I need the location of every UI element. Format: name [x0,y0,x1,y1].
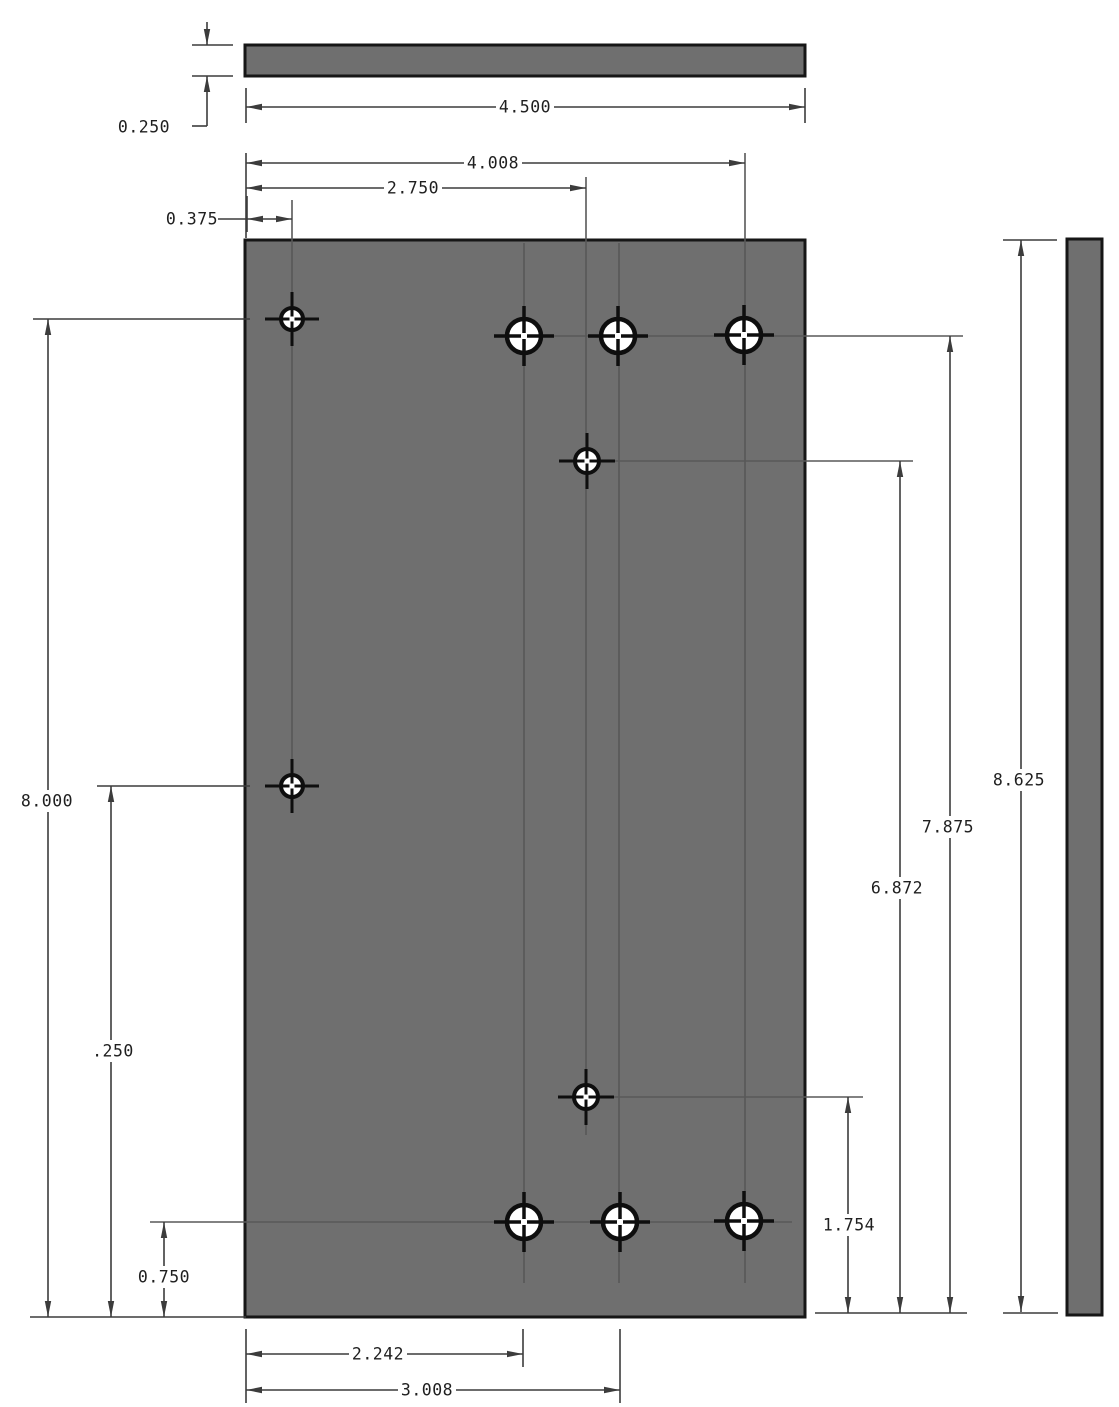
dim-label-col-left-offset: 0.375 [166,208,218,230]
hole-large-top-2 [588,306,648,366]
hole-large-top-3 [714,305,774,365]
label-mask [90,1040,136,1062]
label-mask [138,1266,190,1288]
dim-text-col-1: 2.242 [352,1345,404,1364]
hole-small-lower-mid [558,1069,614,1125]
dim-label-col-right: 4.008 [464,152,522,174]
dim-label-lower-mid-height: 1.754 [823,1214,875,1236]
dim-text-col-mid-small: 2.750 [387,179,439,198]
hole-large-bottom-1 [494,1192,554,1252]
dim-label-col-1: 2.242 [349,1343,407,1365]
dim-text-upper-mid-height: 6.872 [871,879,923,898]
dim-text-top-row-height: 7.875 [922,818,974,837]
hole-large-top-1 [494,306,554,366]
dim-label-plate-thickness: 0.250 [118,116,170,138]
label-mask [398,1379,456,1401]
dim-text-mid-left-height: .250 [92,1042,134,1061]
hole-small-top-left [265,292,319,346]
dim-text-lower-mid-height: 1.754 [823,1216,875,1235]
dim-text-plate-width: 4.500 [499,98,551,117]
label-mask [871,877,923,899]
front-view-plate [243,238,807,1319]
hole-small-upper-mid [559,433,615,489]
top-view-plate [243,43,807,78]
label-mask [464,152,522,174]
dim-text-plate-height: 8.625 [993,771,1045,790]
label-mask [21,790,73,812]
dim-label-top-left-height: 8.000 [21,790,73,812]
dimension-labels: 0.250 4.500 4.008 2.750 0.375 8.000 .250 [21,96,1046,1401]
dim-text-col-2: 3.008 [401,1381,453,1400]
hole-large-bottom-3 [714,1191,774,1251]
dim-label-col-2: 3.008 [398,1379,456,1401]
dim-text-top-left-height: 8.000 [21,792,73,811]
dim-text-col-right: 4.008 [467,154,519,173]
dim-text-bottom-row-height: 0.750 [138,1268,190,1287]
holes [265,292,774,1252]
dim-label-plate-height: 8.625 [992,769,1046,791]
dim-label-plate-width: 4.500 [496,96,554,118]
label-mask [384,177,442,199]
label-mask [823,1214,875,1236]
dim-text-col-left-offset: 0.375 [166,210,218,229]
hole-small-mid-left [265,759,319,813]
hole-large-bottom-2 [590,1192,650,1252]
label-mask [992,769,1046,791]
dim-label-mid-left-height: .250 [90,1040,136,1062]
label-mask [922,816,974,838]
label-mask [166,208,218,230]
side-view-plate [1065,237,1104,1317]
part-views [243,43,1104,1319]
dim-label-top-row-height: 7.875 [922,816,974,838]
dim-label-col-mid-small: 2.750 [384,177,442,199]
label-mask [119,116,169,138]
dim-text-plate-thickness: 0.250 [118,118,170,137]
label-mask [496,96,554,118]
dim-label-upper-mid-height: 6.872 [871,877,923,899]
dim-label-bottom-row-height: 0.750 [138,1266,190,1288]
label-mask [349,1343,407,1365]
